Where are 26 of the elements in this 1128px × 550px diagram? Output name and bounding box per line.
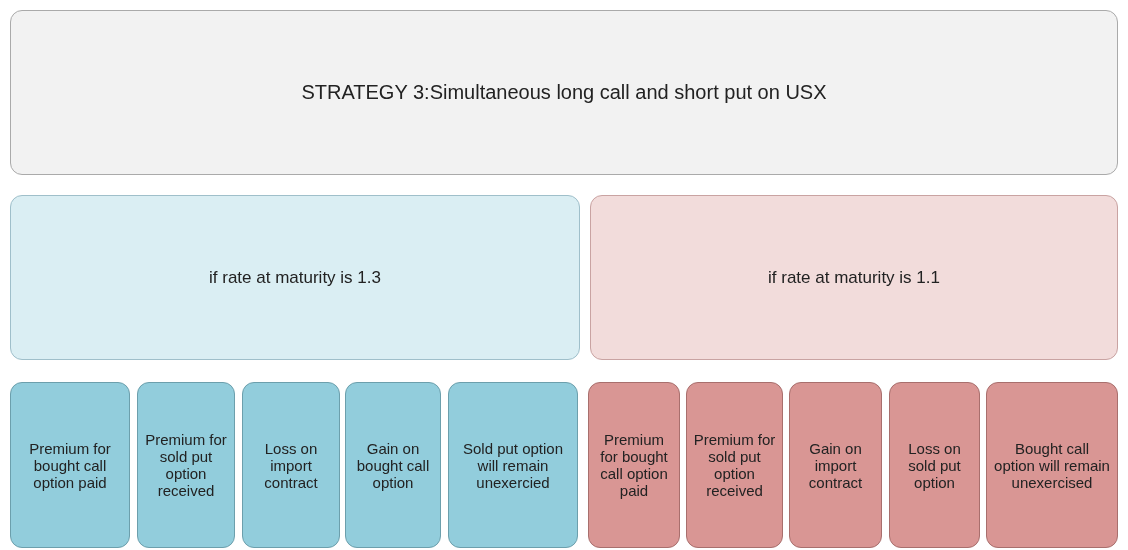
title-box <box>10 10 1118 175</box>
outcome-box <box>588 382 680 548</box>
outcome-label: Premium for bought call option paid <box>28 439 112 491</box>
outcome-box <box>686 382 783 548</box>
outcome-label: Premium for sold put option received <box>144 431 228 499</box>
outcome-label: Loss on sold put option <box>907 439 962 491</box>
outcome-label: Premium for bought call option paid <box>599 431 669 499</box>
outcome-label: Gain on import contract <box>807 439 864 491</box>
outcome-box <box>986 382 1118 548</box>
outcome-box <box>137 382 235 548</box>
outcome-box <box>448 382 578 548</box>
outcome-label: Gain on bought call option <box>355 439 431 491</box>
outcome-box <box>242 382 340 548</box>
outcome-box <box>345 382 441 548</box>
outcome-box <box>10 382 130 548</box>
title-text: STRATEGY 3:Simultaneous long call and short put on USX <box>301 81 827 104</box>
outcome-box <box>789 382 882 548</box>
scenario-label: if rate at maturity is 1.3 <box>209 267 381 288</box>
scenario-box <box>10 195 580 360</box>
outcome-label: Premium for sold put option received <box>693 431 776 499</box>
outcome-label: Loss on import contract <box>263 439 319 491</box>
scenario-label: if rate at maturity is 1.1 <box>768 267 940 288</box>
scenario-box <box>590 195 1118 360</box>
outcome-box <box>889 382 980 548</box>
outcome-label: Bought call option will remain unexercised <box>993 439 1111 491</box>
outcome-label: Sold put option will remain unexercied <box>461 439 565 491</box>
